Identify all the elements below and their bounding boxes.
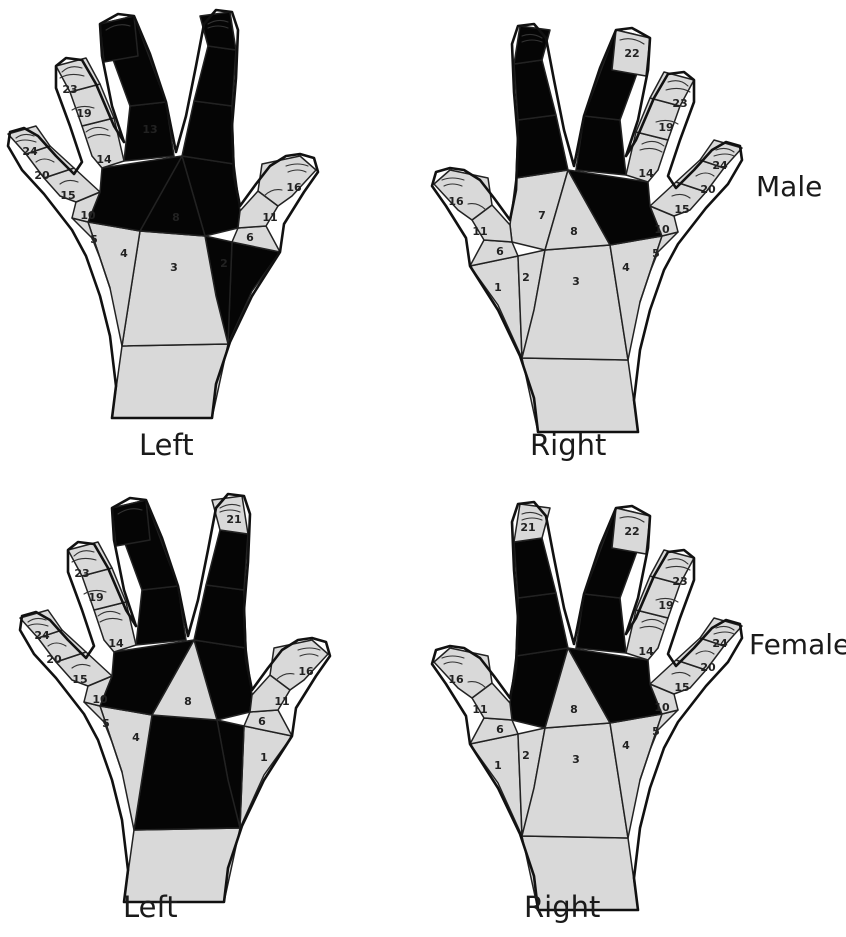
zone-21-affected: [514, 26, 550, 64]
zone-number-4: 4: [120, 247, 128, 260]
zone-number-11: 11: [472, 225, 487, 238]
hand-male-right: 1234567810111415161920222324: [432, 24, 742, 432]
zone-number-2: 2: [220, 257, 228, 270]
zone-number-14: 14: [638, 167, 654, 180]
zone-number-8: 8: [172, 211, 180, 224]
zone-number-13: 13: [142, 123, 157, 136]
zone-number-10: 10: [92, 693, 108, 706]
zone-number-8: 8: [570, 225, 578, 238]
zone-number-16: 16: [286, 181, 302, 194]
caption-female-right: Right: [524, 890, 600, 924]
zone-number-6: 6: [496, 245, 504, 258]
zone-number-24: 24: [712, 637, 728, 650]
zone-number-15: 15: [674, 203, 689, 216]
zone-number-1: 1: [494, 759, 502, 772]
zone-number-1: 1: [260, 751, 268, 764]
zone-number-11: 11: [262, 211, 277, 224]
zone-number-5: 5: [652, 725, 660, 738]
zone-number-6: 6: [496, 723, 504, 736]
zone-18-affected: [514, 538, 556, 598]
zone-number-16: 16: [448, 673, 464, 686]
zone-number-16: 16: [448, 195, 464, 208]
zone-17-affected: [194, 585, 246, 648]
zone-number-11: 11: [472, 703, 487, 716]
forearm-region: [522, 358, 638, 432]
zone-number-8: 8: [184, 695, 192, 708]
zone-18-affected: [514, 60, 556, 120]
zone-number-10: 10: [654, 701, 670, 714]
zone-18-affected: [206, 530, 248, 590]
zone-17-affected: [516, 593, 568, 656]
zone-number-7: 7: [538, 209, 546, 222]
zone-number-4: 4: [132, 731, 140, 744]
zone-number-23: 23: [74, 567, 89, 580]
zone-number-19: 19: [88, 591, 103, 604]
zone-number-15: 15: [72, 673, 87, 686]
zone-22-affected: [100, 16, 138, 62]
zone-number-19: 19: [658, 599, 673, 612]
zone-number-10: 10: [654, 223, 670, 236]
zone-number-2: 2: [522, 271, 530, 284]
zone-number-19: 19: [76, 107, 91, 120]
zone-number-5: 5: [90, 233, 98, 246]
zone-18-affected: [194, 46, 236, 106]
row-label-male: Male: [756, 170, 822, 203]
zone-number-5: 5: [102, 717, 110, 730]
forearm-region: [112, 344, 228, 418]
zone-number-11: 11: [274, 695, 289, 708]
zone-number-5: 5: [652, 247, 660, 260]
zone-number-3: 3: [572, 753, 580, 766]
zone-number-20: 20: [46, 653, 62, 666]
zone-number-20: 20: [34, 169, 50, 182]
zone-number-2: 2: [522, 749, 530, 762]
zone-number-21: 21: [226, 513, 241, 526]
caption-male-left: Left: [139, 428, 194, 462]
zone-number-20: 20: [700, 661, 716, 674]
zone-number-23: 23: [62, 83, 77, 96]
zone-number-8: 8: [570, 703, 578, 716]
zone-number-14: 14: [638, 645, 654, 658]
zone-number-24: 24: [22, 145, 38, 158]
zone-number-4: 4: [622, 261, 630, 274]
zone-number-15: 15: [60, 189, 75, 202]
zone-number-21: 21: [520, 521, 535, 534]
zone-number-22: 22: [624, 47, 639, 60]
zone-22-affected: [112, 500, 150, 546]
caption-male-right: Right: [530, 428, 606, 462]
caption-female-left: Left: [123, 890, 178, 924]
zone-number-6: 6: [258, 715, 266, 728]
zone-number-1: 1: [494, 281, 502, 294]
zone-number-22: 22: [624, 525, 639, 538]
zone-number-14: 14: [96, 153, 112, 166]
zone-number-23: 23: [672, 97, 687, 110]
zone-number-6: 6: [246, 231, 254, 244]
zone-17-affected: [182, 101, 234, 164]
zone-number-3: 3: [170, 261, 178, 274]
zone-21-affected: [200, 12, 236, 50]
zone-number-23: 23: [672, 575, 687, 588]
zone-number-3: 3: [572, 275, 580, 288]
zone-number-19: 19: [658, 121, 673, 134]
zone-number-24: 24: [34, 629, 50, 642]
zone-number-10: 10: [80, 209, 96, 222]
zone-number-15: 15: [674, 681, 689, 694]
zone-17-affected: [516, 115, 568, 178]
zone-number-4: 4: [622, 739, 630, 752]
zone-number-20: 20: [700, 183, 716, 196]
zone-number-24: 24: [712, 159, 728, 172]
zone-number-16: 16: [298, 665, 314, 678]
row-label-female: Female: [749, 628, 846, 661]
zone-number-14: 14: [108, 637, 124, 650]
